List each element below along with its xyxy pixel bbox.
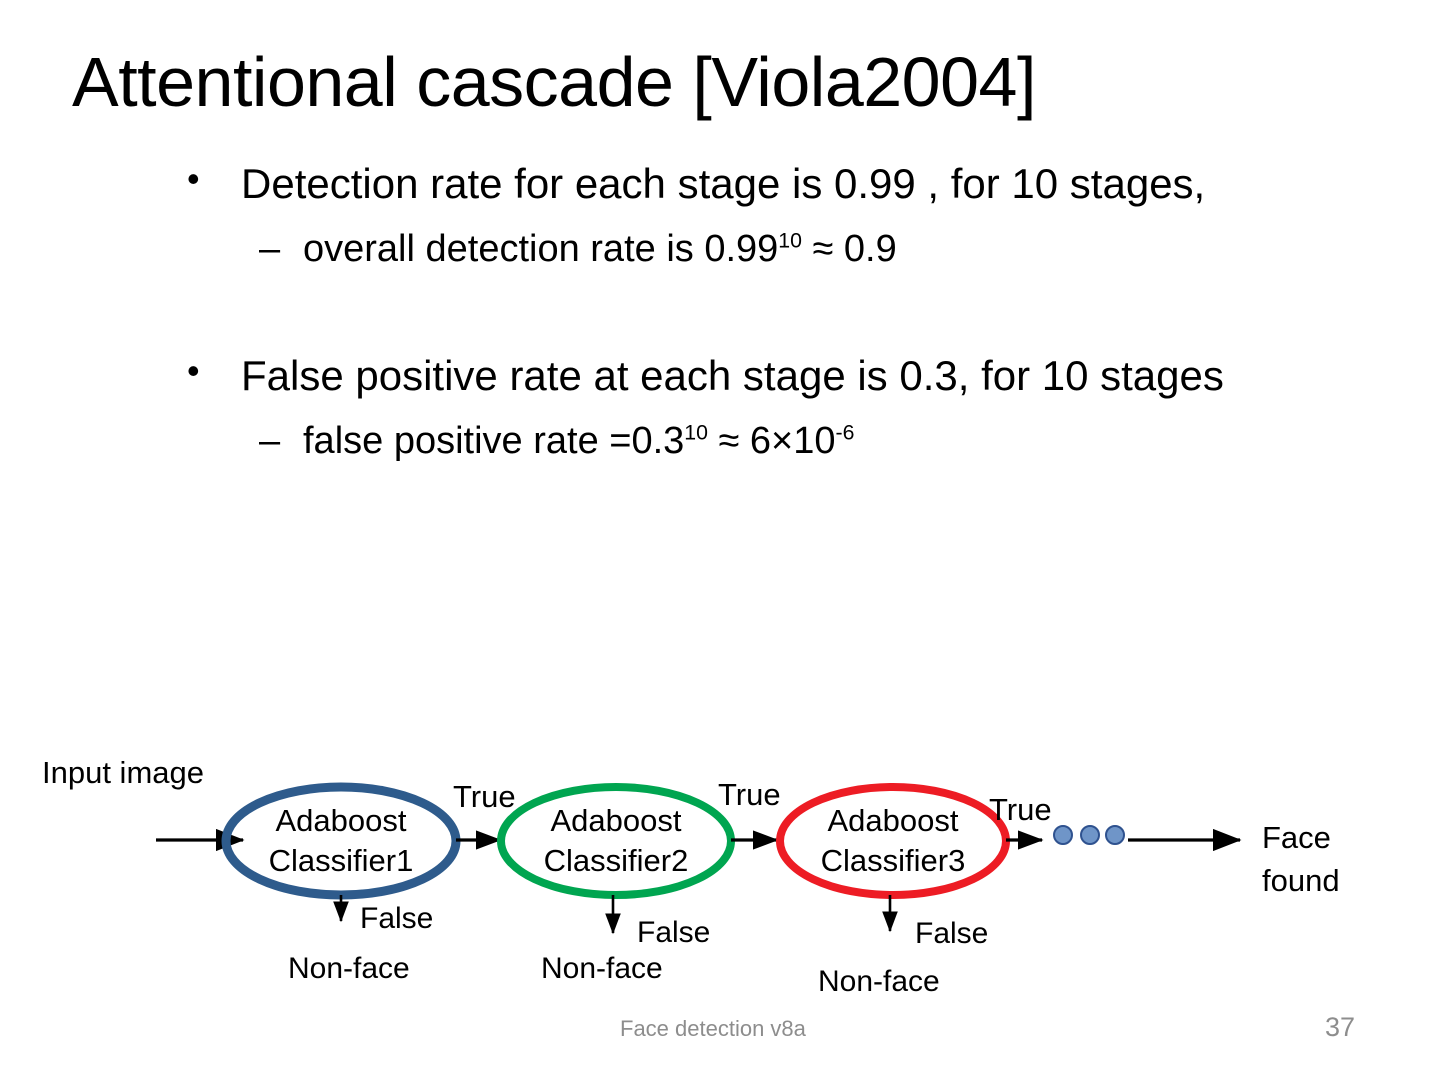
bullet-false-positive-rate: • False positive rate at each stage is 0… — [175, 350, 1355, 403]
bullet-marker: • — [187, 158, 200, 199]
footer-note: Face detection v8a — [620, 1016, 806, 1041]
subbullet-exponent: 10 — [684, 420, 708, 445]
page-number: 37 — [1325, 1012, 1356, 1042]
page-title: Attentional cascade [Viola2004] — [72, 43, 1036, 121]
bullet-list: • Detection rate for each stage is 0.99 … — [175, 158, 1355, 467]
stage-3-true-label: True — [989, 792, 1052, 827]
subbullet-marker: – — [259, 227, 281, 270]
stage-3-reject-label: Non-face — [818, 965, 940, 998]
stage-1-false-label: False — [360, 902, 433, 935]
bullet-text: Detection rate for each stage is 0.99 , … — [241, 160, 1206, 207]
classifier-3-label-line2: Classifier3 — [821, 843, 966, 878]
bullet-text: False positive rate at each stage is 0.3… — [241, 352, 1224, 400]
stage-3-false-label: False — [915, 917, 988, 950]
subbullet-marker: – — [259, 420, 281, 463]
ellipsis-dot-1 — [1053, 825, 1073, 845]
subbullet-text-mid: ≈ 6×10 — [707, 420, 836, 463]
face-found-label-line2: found — [1262, 863, 1340, 898]
stage-2-true-label: True — [718, 777, 781, 812]
bullet-marker: • — [187, 350, 200, 392]
bullet-detection-rate: • Detection rate for each stage is 0.99 … — [175, 158, 1355, 211]
classifier-2-label-line1: Adaboost — [551, 803, 682, 838]
stage-2-reject-label: Non-face — [541, 952, 663, 985]
attentional-cascade-diagram: Input image Adaboost Classifier1 True Fa… — [0, 735, 1440, 1015]
subbullet-overall-detection-rate: – overall detection rate is 0.9910 ≈ 0.9 — [175, 225, 1355, 274]
classifier-1-label-line1: Adaboost — [276, 803, 407, 838]
classifier-3-label-line1: Adaboost — [828, 803, 959, 838]
ellipsis-dot-3 — [1105, 825, 1125, 845]
subbullet-text-before: overall detection rate is 0.99 — [303, 227, 779, 270]
subbullet-text-after: ≈ 0.9 — [801, 227, 897, 270]
stage-1-reject-label: Non-face — [288, 952, 410, 985]
subbullet-exponent-2: -6 — [835, 420, 855, 445]
subbullet-text-before: false positive rate =0.3 — [303, 420, 685, 463]
face-found-label-line1: Face — [1262, 820, 1331, 855]
stage-2-false-label: False — [637, 916, 710, 949]
subbullet-false-positive-value: – false positive rate =0.310 ≈ 6×10-6 — [175, 417, 1355, 466]
subbullet-exponent: 10 — [778, 228, 802, 253]
stage-1-true-label: True — [453, 779, 516, 814]
classifier-2-label-line2: Classifier2 — [544, 843, 689, 878]
bullet-spacer — [175, 274, 1355, 350]
ellipsis-dot-2 — [1080, 825, 1100, 845]
input-image-label: Input image — [42, 755, 204, 790]
classifier-1-label-line2: Classifier1 — [269, 843, 414, 878]
